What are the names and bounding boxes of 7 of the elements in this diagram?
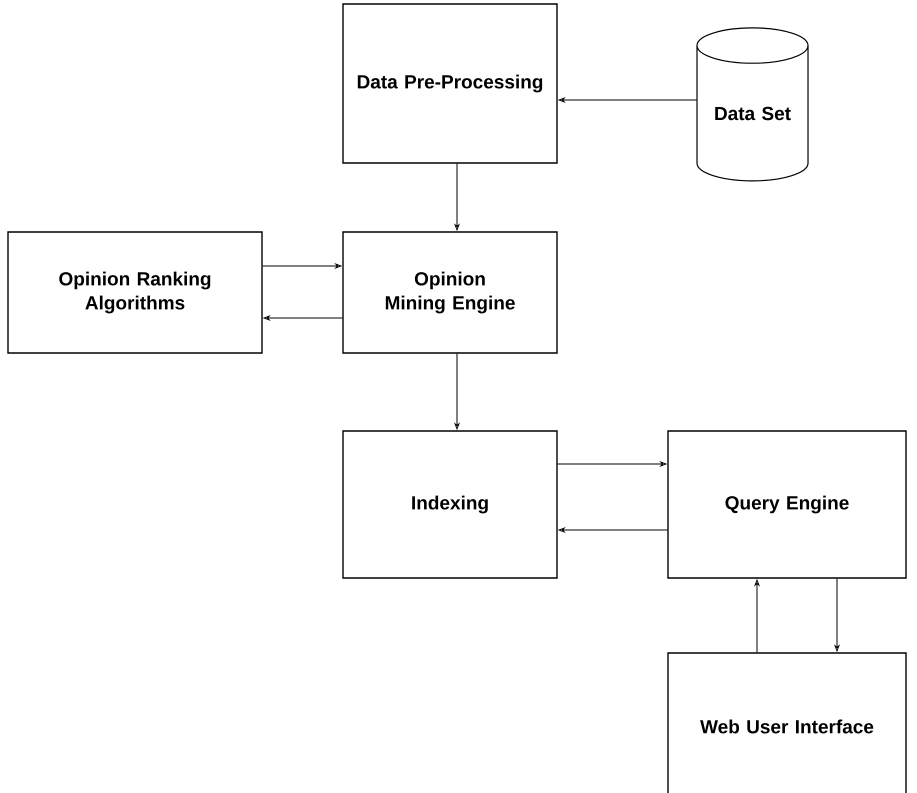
process-box: Web User Interface [667, 652, 907, 793]
process-box: Data Pre-Processing [342, 3, 558, 164]
process-box: Opinion Ranking Algorithms [7, 231, 263, 354]
process-box: Query Engine [667, 430, 907, 579]
database-cylinder: Data Set [696, 27, 809, 182]
process-box: Opinion Mining Engine [342, 231, 558, 354]
process-box: Indexing [342, 430, 558, 579]
